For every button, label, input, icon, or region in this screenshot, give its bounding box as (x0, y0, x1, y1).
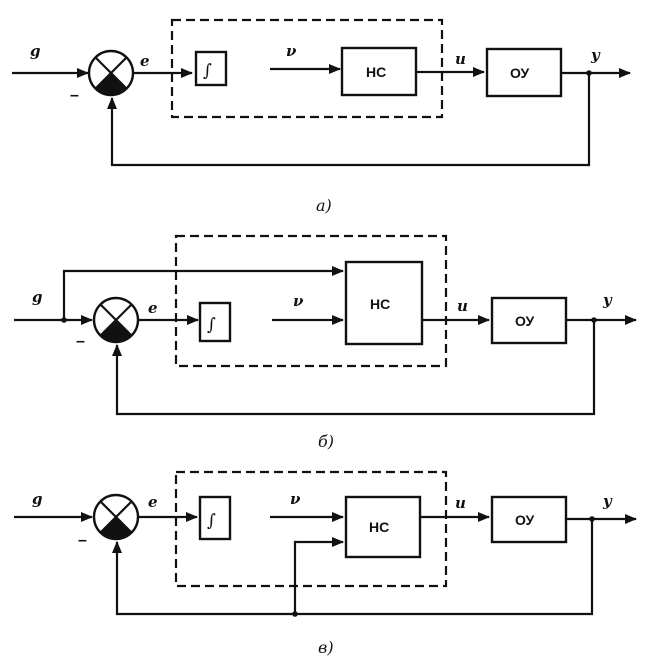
c-neural-network-block (344, 495, 422, 559)
diagram-a: g – e ∫ ν НС u ОУ y а) (12, 18, 631, 215)
a-label-v: ν (286, 42, 297, 60)
b-controller-frame (174, 234, 448, 368)
b-feedforward-path (62, 266, 344, 320)
b-minus-sign: – (76, 333, 85, 350)
a-feedback-path (107, 73, 591, 167)
c-minus-sign: – (78, 532, 87, 549)
b-feedback-path (112, 320, 596, 416)
a-neural-network-block (340, 46, 418, 97)
b-neural-network-block (344, 260, 424, 346)
c-output-to-nn-path (293, 537, 344, 614)
c-plant-block (490, 495, 568, 544)
a-integrator-block (194, 50, 228, 87)
a-neural-network-label: НС (366, 64, 386, 80)
c-label-u: u (455, 494, 466, 512)
b-label-y: y (602, 291, 613, 309)
c-controller-frame (174, 470, 448, 588)
c-label-y: y (602, 492, 613, 510)
a-label-g: g (30, 42, 41, 60)
a-caption: а) (316, 196, 332, 215)
a-label-u: u (455, 50, 466, 68)
c-integrator-symbol: ∫ (207, 511, 216, 531)
c-label-e: e (148, 493, 158, 511)
b-plant-label: ОУ (515, 313, 535, 329)
c-feedback-path (112, 519, 594, 616)
b-integrator-symbol: ∫ (207, 315, 216, 335)
b-label-g: g (32, 288, 43, 306)
b-plant-block (490, 296, 568, 345)
c-label-g: g (32, 490, 43, 508)
c-label-v: ν (290, 490, 301, 508)
a-controller-frame (170, 18, 444, 119)
a-integrator-symbol: ∫ (203, 61, 212, 81)
a-summing-junction (87, 49, 135, 97)
diagram-b: g – e ∫ ν НС u ОУ y б) (14, 234, 637, 451)
a-minus-sign: – (70, 87, 79, 104)
c-caption: в) (318, 638, 334, 657)
c-summing-junction (92, 493, 140, 541)
a-label-y: y (590, 46, 601, 64)
c-integrator-block (198, 495, 232, 541)
a-plant-label: ОУ (510, 65, 530, 81)
diagram-c: g – e ∫ ν НС u ОУ y в) (14, 470, 637, 657)
b-caption: б) (318, 432, 334, 451)
b-label-u: u (457, 297, 468, 315)
a-label-e: e (140, 52, 150, 70)
b-integrator-block (198, 301, 232, 343)
b-summing-junction (92, 296, 140, 344)
c-neural-network-label: НС (369, 519, 389, 535)
b-label-e: e (148, 299, 158, 317)
b-label-v: ν (293, 292, 304, 310)
c-plant-label: ОУ (515, 512, 535, 528)
b-neural-network-label: НС (370, 296, 390, 312)
